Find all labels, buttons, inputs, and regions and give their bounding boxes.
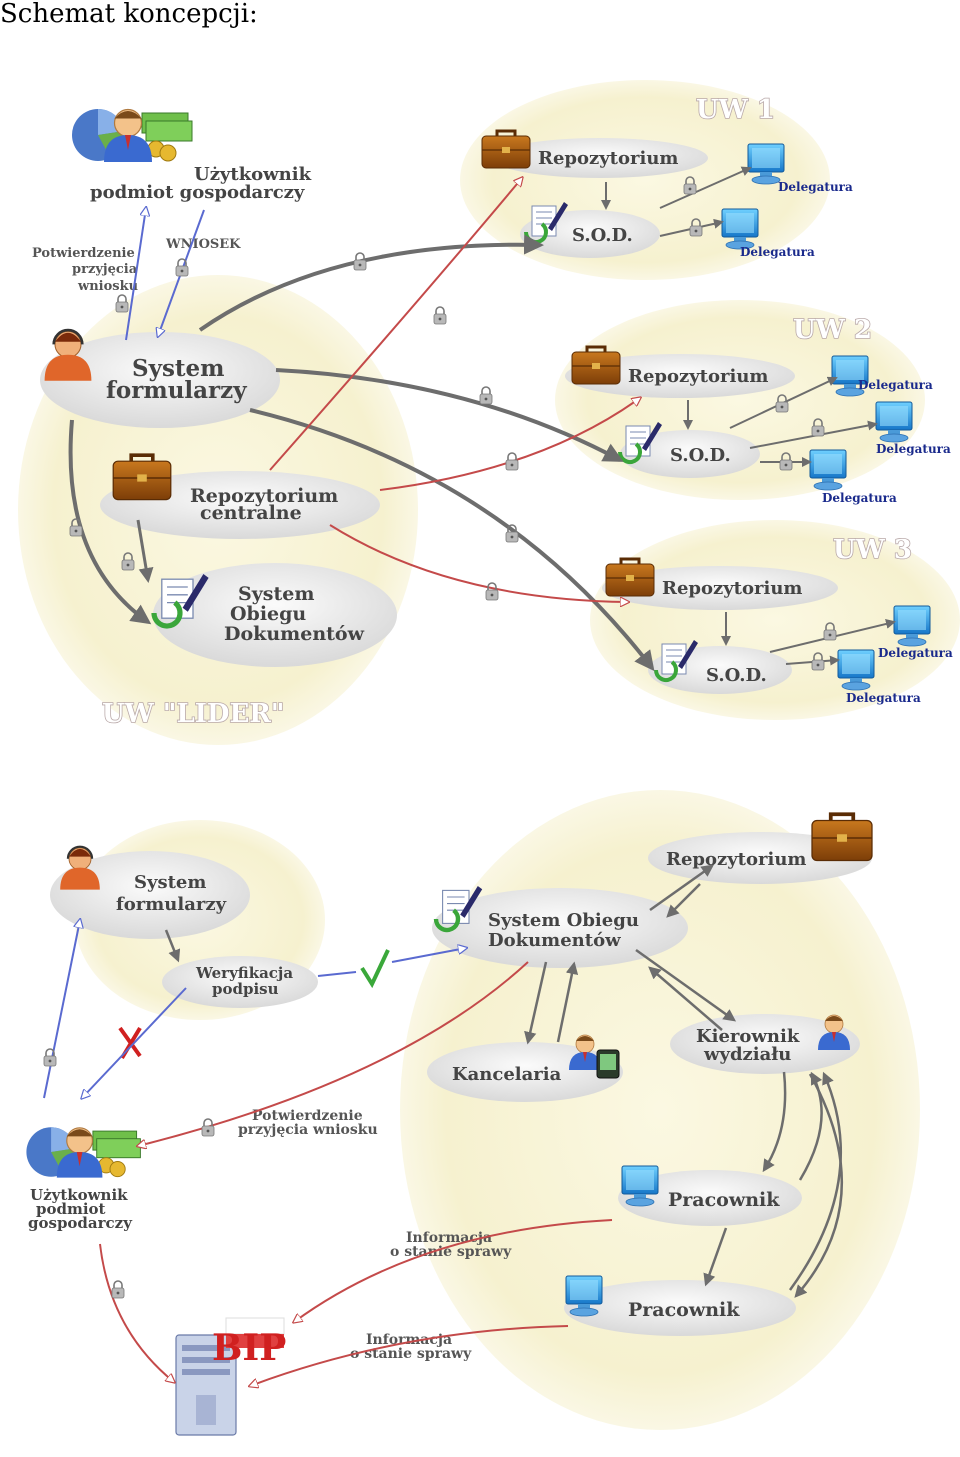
top-user-line1: Użytkownik [194,164,312,185]
b-user-line3: gospodarczy [28,1214,133,1232]
b-confirm-line1: Potwierdzenie [252,1108,363,1124]
uw1-sod-label: S.O.D. [572,225,633,246]
computer-monitor-icon [565,1275,603,1317]
sod-top-line3: Dokumentów [224,623,365,645]
page-title: Schemat koncepcji: [0,0,258,29]
briefcase-icon [810,812,874,863]
node-weryfikacja-podpisu[interactable] [162,956,318,1008]
person-money-icon [26,1127,140,1177]
briefcase-icon [570,345,622,386]
top-confirm-line1: Potwierdzenie [32,246,135,261]
node-uw2-sod[interactable] [620,430,760,478]
info-2-line2: o stanie sprawy [350,1346,472,1362]
uw2-repo-label: Repozytorium [628,366,768,387]
label-uw2: UW 2 [793,315,872,345]
top-user-line2: podmiot gospodarczy [90,182,305,203]
node-system-formularzy[interactable] [40,332,280,428]
top-wniosek: WNIOSEK [165,237,241,252]
briefcase-icon [480,129,532,170]
uw2-delegatura-1: Delegatura [858,378,933,392]
node-pracownik-1[interactable] [618,1170,802,1226]
uw3-delegatura-1: Delegatura [878,646,953,660]
sod-top-line1: System [238,583,314,605]
sf-line2: formularzy [106,377,247,404]
kier-line1: Kierownik [696,1026,800,1047]
kancelaria-label: Kancelaria [452,1064,562,1085]
b-confirm-line2: przyjęcia wniosku [238,1122,378,1138]
node-uw1-repozytorium[interactable] [492,138,708,178]
b-user-line1: Użytkownik [30,1186,128,1204]
uw1-delegatura-2: Delegatura [740,245,815,259]
rc-line1: Repozytorium [190,485,338,507]
label-uw1: UW 1 [696,95,775,125]
computer-monitor-icon [837,649,875,691]
computer-monitor-icon [721,208,759,250]
sf-line1: System [132,355,225,382]
node-kierownik[interactable] [670,1014,860,1074]
briefcase-icon [604,557,656,598]
pracownik-2-label: Pracownik [628,1299,740,1321]
computer-monitor-icon [875,401,913,443]
computer-monitor-icon [621,1165,659,1207]
info-1-line1: Informacja [406,1230,492,1246]
uw2-delegatura-2: Delegatura [876,442,951,456]
person-money-icon [72,109,192,162]
top-arrows [68,166,896,672]
b-sod-line1: System Obiegu [488,910,639,931]
label-uw-lider: UW "LIDER" [102,699,284,729]
sod-top-line2: Obiegu [230,603,306,625]
node-system-obiegu-top[interactable] [153,563,397,667]
pda-person-icon [568,1034,620,1079]
node-uw3-repozytorium[interactable] [602,566,838,610]
top-confirm-line3: wniosku [77,279,138,294]
checkmark-icon [360,949,390,989]
bip-logo-text: BIP [212,1327,286,1369]
pracownik-1-label: Pracownik [668,1189,780,1211]
computer-monitor-icon [747,143,785,185]
computer-monitor-icon [809,449,847,491]
uw2-delegatura-3: Delegatura [822,491,897,505]
kier-line2: wydziału [703,1044,791,1065]
top-confirm-line2: przyjęcia [72,262,138,277]
node-b-system-formularzy[interactable] [50,851,250,939]
server-bip-icon [175,1317,285,1436]
bottom-arrows [43,864,844,1386]
uw1-repo-label: Repozytorium [538,148,678,169]
uw3-delegatura-2: Delegatura [846,691,921,705]
label-uw3: UW 3 [833,535,912,565]
uw3-sod-label: S.O.D. [706,665,767,686]
computer-monitor-icon [893,605,931,647]
b-repo-label: Repozytorium [666,849,806,870]
uw2-sod-label: S.O.D. [670,445,731,466]
node-uw2-repozytorium[interactable] [565,354,795,398]
uw1-delegatura-1: Delegatura [778,180,853,194]
uw3-repo-label: Repozytorium [662,578,802,599]
info-2-line1: Informacja [366,1332,452,1348]
rc-line2: centralne [200,502,302,524]
wer-line2: podpisu [212,980,279,998]
b-sf-line1: System [134,872,206,893]
briefcase-icon [111,453,173,502]
wer-line1: Weryfikacja [195,964,293,982]
b-sf-line2: formularzy [116,894,227,915]
b-sod-line2: Dokumentów [488,930,621,951]
node-pracownik-2[interactable] [564,1280,796,1336]
b-user-line2: podmiot [36,1200,106,1218]
node-b-system-obiegu[interactable] [432,888,688,968]
